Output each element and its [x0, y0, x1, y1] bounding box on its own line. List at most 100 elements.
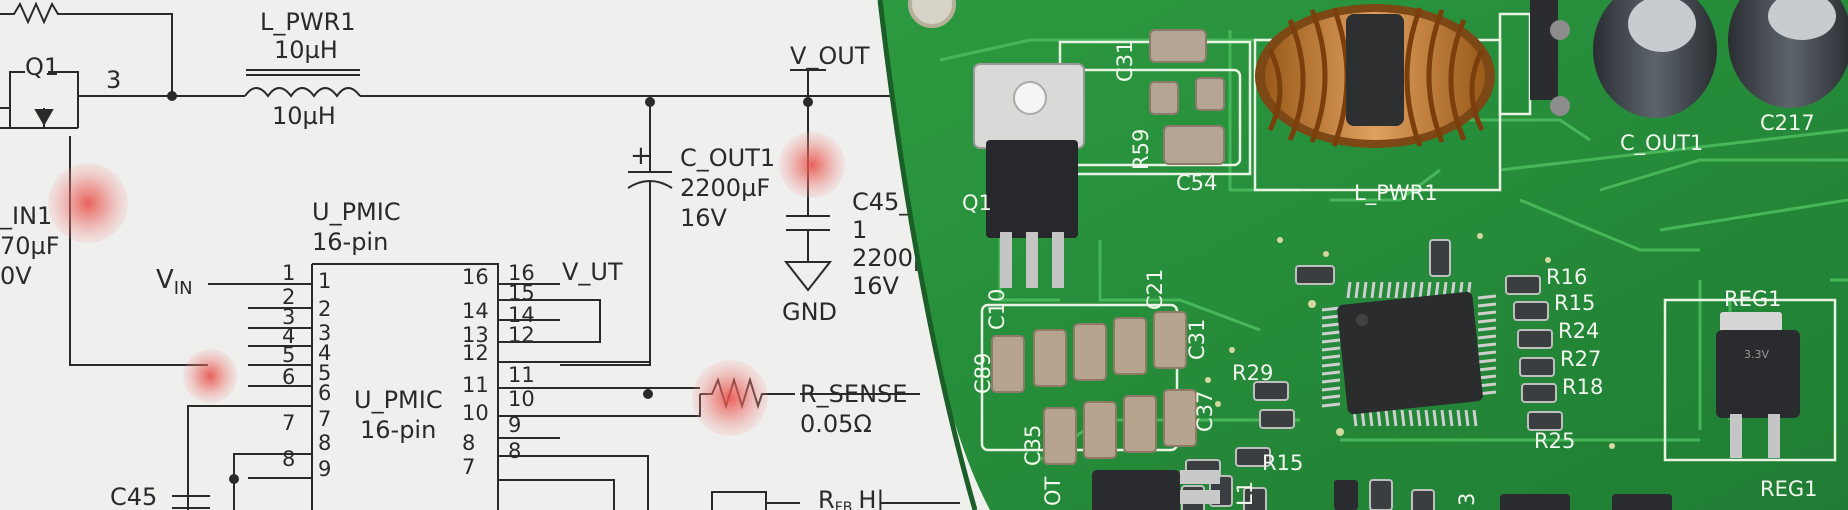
pcb-label-l-pwr1: L_PWR1 — [1354, 181, 1438, 206]
pin-number: 11 — [462, 373, 489, 397]
pcb-label-c89: C89 — [971, 353, 995, 394]
highlight-dot — [183, 349, 237, 403]
ic-pin — [1464, 409, 1470, 427]
ic-pin — [1402, 281, 1408, 299]
label-c45-bottom: C45 — [110, 483, 157, 510]
label-l-pwr1: L_PWR1 — [260, 8, 356, 36]
pcb-label-c37: C37 — [1193, 391, 1217, 432]
pin-number: 13 — [462, 323, 489, 347]
label-c-out1-voltage: 16V — [680, 204, 728, 232]
ic-pin — [1321, 386, 1341, 392]
pin-number: 4 — [318, 341, 331, 365]
ic-pin — [1321, 402, 1341, 408]
schematic-sheet: Q1 3 L_PWR1 10µH 10µH V_OUT + C_OUT1 220… — [0, 1, 960, 510]
ic-pin — [1456, 409, 1462, 427]
ic-pin — [1408, 409, 1414, 427]
pin-number: 7 — [318, 407, 331, 431]
ic-pin — [1321, 338, 1341, 344]
pin-number: 7 — [462, 455, 475, 479]
schematic-junctions — [167, 91, 813, 484]
ic-pin — [1472, 409, 1478, 427]
label-net3: 3 — [106, 66, 121, 94]
pcb-label-r59: R59 — [1129, 129, 1153, 170]
pin-number: 3 — [318, 321, 331, 345]
pcb-label-r25: R25 — [1534, 429, 1575, 453]
label-c45-voltage: 16V — [852, 272, 900, 300]
label-u-pmic-top: U_PMIC — [312, 198, 401, 226]
ic-pin — [1386, 281, 1392, 299]
ic-pin — [1346, 281, 1352, 299]
electrolytic-capacitors — [1530, 0, 1848, 118]
reg-marking: 3.3V — [1744, 348, 1769, 361]
l-pwr1-inductor — [1255, 4, 1495, 148]
pin-number: 3 — [282, 305, 295, 329]
highlight-dot — [48, 163, 128, 243]
label-u-pmic-mid: U_PMIC — [354, 386, 443, 414]
label-v-out: V_OUT — [790, 42, 870, 70]
pin-number: 16 — [508, 261, 535, 285]
pcb-label-r15: R15 — [1554, 291, 1595, 315]
pcb-label-c21: C21 — [1143, 269, 1167, 310]
ic-pin — [1416, 409, 1422, 427]
pin-number: 7 — [282, 411, 295, 435]
label-c-in1: _IN1 — [0, 202, 52, 230]
ic-pin — [1477, 294, 1497, 300]
pin-number: 8 — [318, 431, 331, 455]
ic-pin — [1440, 409, 1446, 427]
pin-number: 14 — [462, 299, 489, 323]
ic-pin — [1477, 318, 1497, 324]
label-r-sense: R_SENSE — [800, 380, 907, 408]
ic-pin — [1321, 314, 1341, 320]
ic-pin — [1321, 354, 1341, 360]
ic-pin — [1477, 366, 1497, 372]
pin-number: 6 — [282, 365, 295, 389]
label-c-out1-value: 2200µF — [680, 174, 770, 202]
mounting-hole — [908, 0, 956, 28]
ic-pin — [1424, 409, 1430, 427]
ic-pin — [1418, 281, 1424, 299]
pin-number: 8 — [282, 447, 295, 471]
ic-pin — [1400, 409, 1406, 427]
pcb-label-reg1-top: REG1 — [1724, 287, 1782, 311]
ic-pin — [1477, 350, 1497, 356]
label-plus: + — [630, 141, 652, 171]
ic-pin — [1321, 370, 1341, 376]
pin-number: 14 — [508, 303, 535, 327]
q1-transistor — [973, 63, 1085, 288]
pcb-label-c35: C35 — [1021, 425, 1045, 466]
highlight-markers — [48, 132, 845, 436]
pcb-label-3: 3 — [1455, 493, 1479, 506]
ic-pin — [1321, 346, 1341, 352]
label-c-in1-voltage: 0V — [0, 262, 32, 290]
ic-pin — [1477, 326, 1497, 332]
pin-number: 1 — [282, 261, 295, 285]
ic-pin — [1410, 281, 1416, 299]
pcb-label-c10: C10 — [985, 289, 1009, 330]
ic-pin — [1321, 394, 1341, 400]
pcb-label-r29: R29 — [1232, 361, 1273, 385]
pcb-label-reg1-bottom: REG1 — [1760, 477, 1818, 501]
pcb-board: 3.3V Q1 C31 R59 C54 L_PWR1 C_OUT1 — [877, 0, 1848, 510]
ic-pin — [1321, 378, 1341, 384]
label-vin: VIN — [156, 265, 193, 299]
ic-pin — [1477, 334, 1497, 340]
ic-pin — [1354, 281, 1360, 299]
pin-number: 11 — [508, 363, 535, 387]
pcb-label-r16: R16 — [1546, 265, 1587, 289]
ic-pin — [1477, 358, 1497, 364]
ic-pin — [1477, 302, 1497, 308]
pin-number: 12 — [462, 341, 489, 365]
label-16pin-top: 16-pin — [312, 228, 388, 256]
label-16pin-mid: 16-pin — [360, 416, 436, 444]
pin-number: 5 — [282, 343, 295, 367]
ic-pin — [1378, 281, 1384, 299]
label-q1: Q1 — [25, 53, 59, 81]
ic-pin — [1321, 362, 1341, 368]
ic-pin — [1477, 342, 1497, 348]
ic-pin — [1477, 374, 1497, 380]
label-l-value-bottom: 10µH — [272, 102, 336, 130]
pin-number: 8 — [508, 439, 521, 463]
